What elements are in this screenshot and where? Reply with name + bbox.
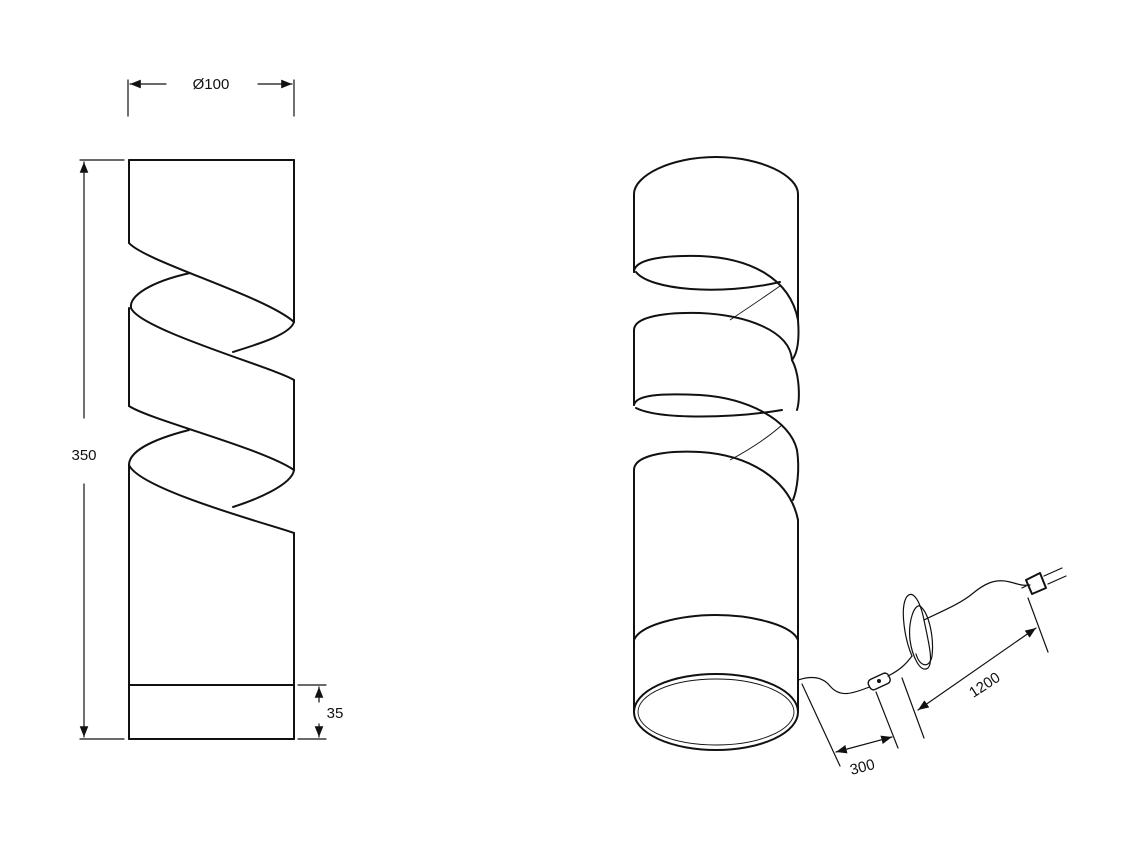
plug-cable-label: 1200	[966, 669, 1003, 701]
plug-icon	[1021, 567, 1067, 595]
front-view: Ø100 350 35	[71, 76, 344, 740]
switch-cable-label: 300	[848, 756, 877, 779]
lamp-perspective-outline	[633, 156, 800, 751]
lamp-front-outline	[128, 159, 295, 740]
perspective-view: 300 1200	[633, 156, 1067, 779]
height-dimension: 350	[71, 159, 125, 740]
diameter-dimension: Ø100	[127, 76, 295, 117]
height-label: 350	[71, 447, 96, 464]
base-height-dimension: 35	[297, 684, 344, 740]
base-height-label: 35	[327, 705, 344, 722]
switch-cable-dimension: 300	[801, 683, 899, 779]
power-cord	[797, 567, 1067, 695]
diameter-label: Ø100	[193, 76, 230, 93]
